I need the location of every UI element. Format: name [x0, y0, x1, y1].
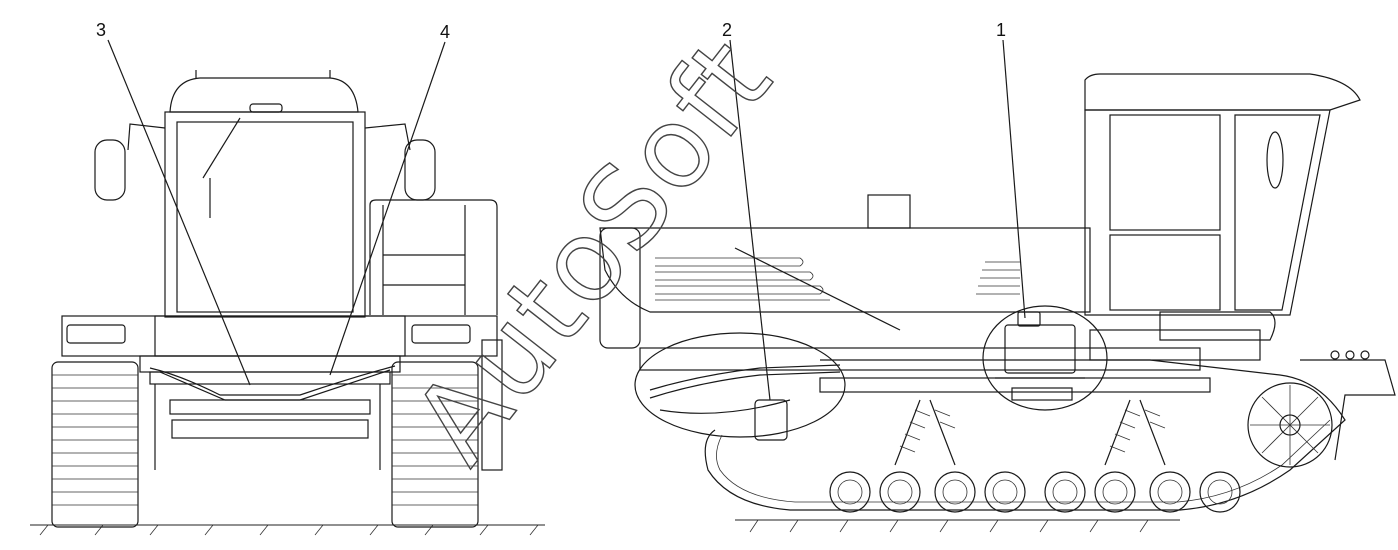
side-view [599, 73, 1396, 533]
road-wheels [829, 471, 1241, 513]
svg-text:4: 4 [440, 22, 450, 42]
track-left [51, 361, 139, 528]
svg-text:1: 1 [996, 20, 1006, 40]
callout-4: 4 [329, 22, 450, 376]
engine-hood [599, 194, 1091, 349]
front-view [30, 70, 545, 536]
side-track [704, 359, 1346, 511]
drive-sprocket [1247, 382, 1333, 468]
headlight-left [66, 324, 126, 344]
mirror-right [364, 123, 436, 201]
detail-circle-tank [982, 305, 1108, 411]
ground-front [30, 524, 545, 536]
watermark: AutoSoft [389, 15, 797, 487]
rear-hitch [1300, 359, 1396, 461]
callout-2: 2 [722, 20, 771, 401]
svg-text:3: 3 [96, 20, 106, 40]
detail-circle-hoses [634, 332, 846, 438]
cab-roof [169, 77, 359, 113]
rear-deck [1159, 311, 1276, 341]
windshield [176, 121, 354, 313]
callout-1: 1 [996, 20, 1026, 319]
svg-text:2: 2 [722, 20, 732, 40]
side-cab [1084, 73, 1361, 316]
hoses-front [149, 365, 396, 396]
roof-light [249, 103, 283, 113]
air-filter [867, 194, 911, 229]
headlight-right [411, 324, 471, 344]
cab-frame [164, 111, 366, 318]
track-right [391, 361, 479, 528]
ladder-railing [369, 199, 498, 315]
callout-3: 3 [96, 20, 251, 386]
suspension-springs [894, 399, 1166, 466]
ground-side [735, 519, 1180, 533]
mirror-left [94, 123, 166, 201]
